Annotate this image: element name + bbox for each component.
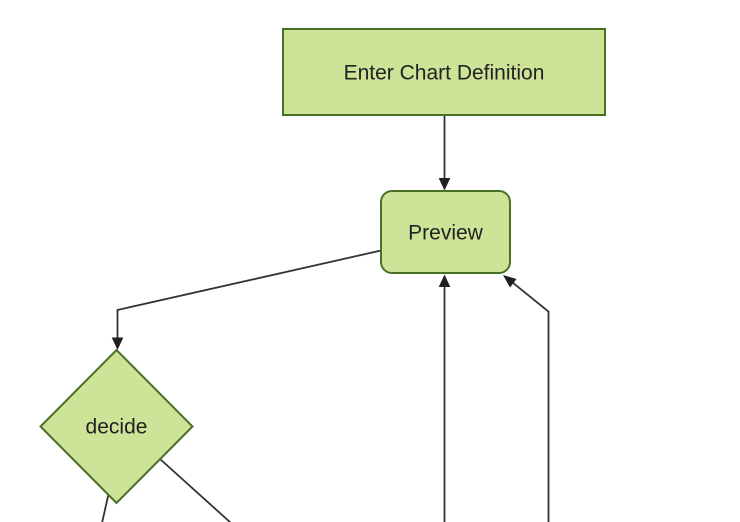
diamond-shape	[39, 348, 194, 505]
node-label: Preview	[408, 222, 484, 245]
edge-preview-to-decide	[111, 249, 382, 350]
edge-return-to-preview-corner	[503, 275, 550, 522]
node-enter-chart-definition: Enter Chart Definition	[282, 28, 606, 116]
edge-line	[101, 491, 110, 522]
edge-line	[159, 458, 232, 522]
rounded-rectangle-shape	[380, 190, 511, 274]
node-label: decide	[86, 416, 148, 439]
node-preview: Preview	[380, 190, 511, 274]
arrowhead-up-left-icon	[503, 275, 517, 288]
node-decide: decide	[39, 348, 194, 505]
edge-return-to-preview-center	[438, 274, 451, 522]
node-label: Enter Chart Definition	[344, 62, 545, 85]
edge-line	[506, 277, 550, 522]
arrowhead-up-icon	[438, 274, 451, 287]
edge-enter-to-preview	[438, 115, 451, 191]
rectangle-shape	[282, 28, 606, 116]
edge-decide-out-right	[159, 458, 232, 522]
edge-line	[116, 249, 382, 339]
arrowhead-down-icon	[111, 337, 124, 350]
arrowhead-down-icon	[438, 178, 451, 191]
edge-decide-out-left	[101, 491, 110, 522]
